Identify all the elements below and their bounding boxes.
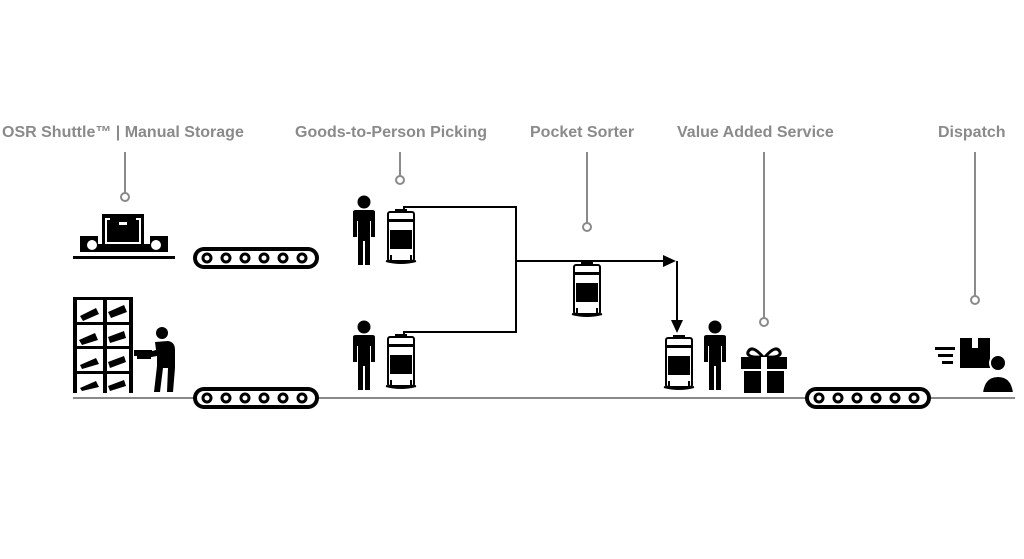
callout-vas (759, 152, 769, 327)
shelving-icon (73, 297, 133, 393)
shuttle-icon (73, 214, 175, 259)
person-icon (353, 195, 375, 265)
conveyor-icon (805, 387, 931, 409)
pocket-bag-icon (663, 334, 695, 390)
stage-label-osr-manual-storage: OSR Shuttle™ | Manual Storage (2, 124, 244, 141)
person-icon (353, 320, 375, 390)
callout-pocket (582, 152, 592, 232)
callout-gtp (395, 152, 405, 185)
picker-person-icon (134, 327, 175, 392)
person-icon (704, 320, 726, 390)
sorter-paths (403, 206, 678, 335)
pocket-bag-icon (385, 333, 417, 389)
stage-label-dispatch: Dispatch (938, 124, 1006, 141)
gift-icon (741, 347, 787, 393)
stage-label-pocket-sorter: Pocket Sorter (530, 124, 635, 141)
conveyor-icon (193, 387, 319, 409)
stage-label-value-added-service: Value Added Service (677, 124, 834, 141)
callout-osr (120, 152, 130, 202)
pocket-bag-icon (385, 208, 417, 264)
dispatch-person-icon (935, 338, 1016, 394)
pocket-bag-icon (571, 261, 603, 317)
arrow-head (671, 320, 683, 333)
callout-dispatch (970, 152, 980, 305)
stage-label-goods-to-person: Goods-to-Person Picking (295, 124, 488, 141)
conveyor-icon (193, 247, 319, 269)
arrow-head (663, 255, 676, 267)
